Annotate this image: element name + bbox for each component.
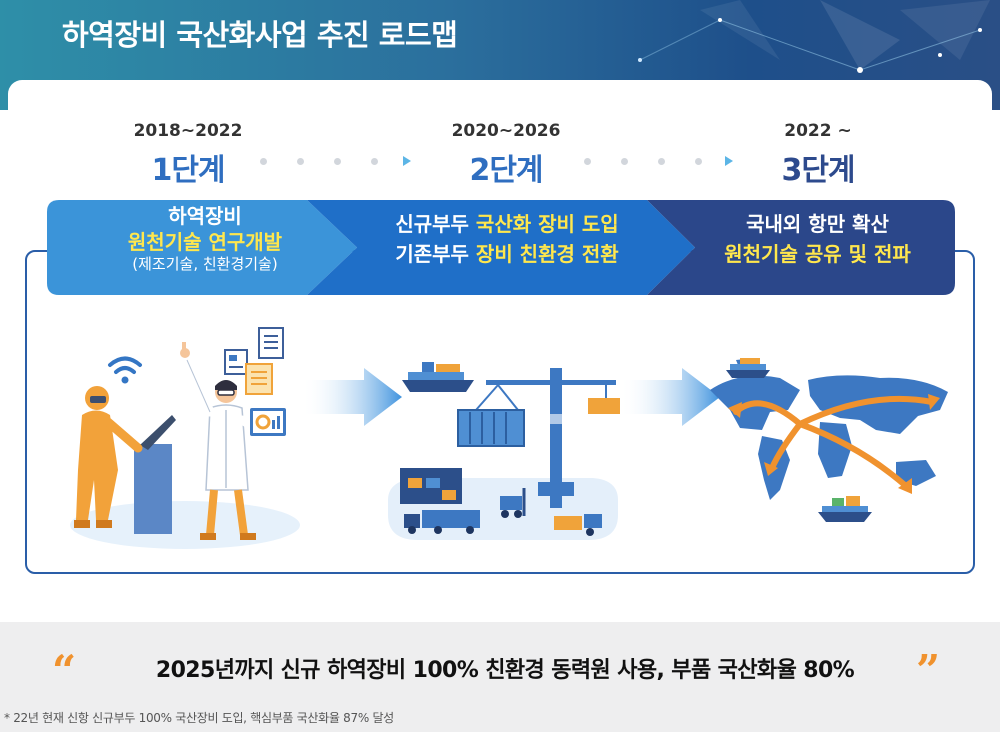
stage3-label: 3단계 bbox=[781, 153, 855, 188]
shipping-container-icon bbox=[457, 409, 525, 447]
warehouse-icon bbox=[400, 468, 462, 504]
progress-dots-2 bbox=[584, 156, 744, 168]
page-title: 하역장비 국산화사업 추진 로드맵 bbox=[62, 18, 458, 52]
dashboard-chart-icon bbox=[250, 408, 286, 436]
open-quote-icon: “ bbox=[52, 646, 77, 695]
document-icon bbox=[258, 327, 284, 359]
truck-icon bbox=[404, 510, 480, 534]
hazmat-worker-icon bbox=[74, 386, 143, 528]
summary-band bbox=[0, 622, 1000, 732]
world-map-illustration bbox=[710, 358, 948, 522]
cargo-ship-icon bbox=[818, 496, 872, 522]
port-illustration bbox=[388, 362, 620, 540]
close-quote-icon: ” bbox=[916, 646, 941, 695]
report-icon bbox=[224, 349, 248, 375]
progress-dots-1 bbox=[260, 156, 420, 168]
stage2-years: 2020~2026 bbox=[451, 121, 561, 141]
container-ship-icon bbox=[726, 358, 770, 378]
gantry-crane-icon bbox=[475, 368, 620, 508]
wifi-icon bbox=[108, 356, 142, 374]
flow-arrow-icon bbox=[302, 368, 402, 426]
chevron-right-icon bbox=[403, 156, 411, 166]
stage1-description: 하역장비 원천기술 연구개발 (제조기술, 친환경기술) bbox=[127, 204, 283, 273]
research-illustration bbox=[70, 327, 300, 549]
chevron-right-icon bbox=[725, 156, 733, 166]
stage3-description: 국내외 항만 확산 원천기술 공유 및 전파 bbox=[724, 212, 911, 266]
stage1-years: 2018~2022 bbox=[133, 121, 243, 141]
container-ship-icon bbox=[402, 362, 474, 392]
network-decoration-icon bbox=[638, 0, 990, 73]
forklift-icon bbox=[500, 488, 602, 536]
stage-banner bbox=[47, 200, 955, 295]
world-map-icon bbox=[710, 358, 948, 500]
notes-icon bbox=[245, 363, 273, 395]
stage3-years: 2022 ~ bbox=[784, 121, 852, 141]
stage1-label: 1단계 bbox=[151, 153, 225, 188]
flow-arrow-icon bbox=[620, 368, 720, 426]
stage2-description: 신규부두 국산화 장비 도입 기존부두 장비 친환경 전환 bbox=[395, 212, 619, 266]
stage2-label: 2단계 bbox=[469, 153, 543, 188]
footnote: * 22년 현재 신항 신규부두 100% 국산장비 도입, 핵심부품 국산화율… bbox=[4, 711, 394, 725]
summary-headline: 2025년까지 신규 하역장비 100% 친환경 동력원 사용, 부품 국산화율… bbox=[155, 658, 855, 683]
scientist-icon bbox=[180, 342, 267, 540]
